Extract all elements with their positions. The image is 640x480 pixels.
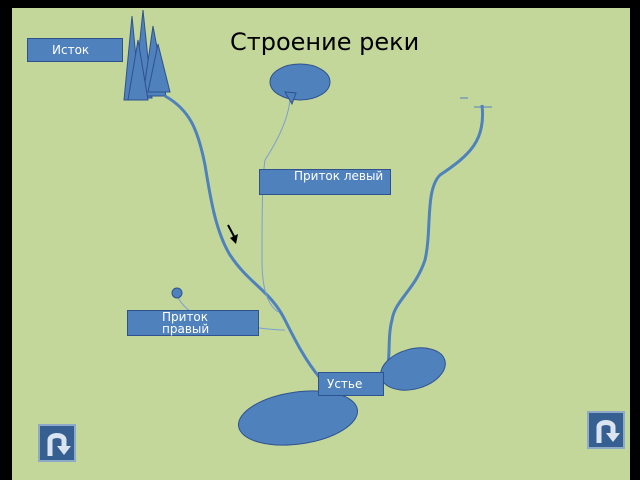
right-river [386,104,485,366]
flow-arrow-icon [227,224,238,244]
back-button-left[interactable] [38,424,76,462]
label-left-tributary: Приток левый [259,169,391,195]
spring [171,287,183,299]
mouth-sea [237,390,359,446]
mountain-icon [123,9,171,101]
lake [269,63,331,106]
page-title: Строение реки [230,28,420,56]
label-source: Исток [27,38,123,62]
main-river [164,94,322,379]
right-border [630,0,640,480]
mouth-lake-right [380,347,446,391]
u-turn-arrow-icon [47,433,71,456]
u-turn-arrow-icon [596,420,620,443]
top-border [0,0,640,8]
label-right-tributary: Приток правый [127,310,259,336]
left-border [0,0,12,480]
left-tributary-line [261,99,291,313]
back-button-right[interactable] [587,411,625,449]
label-mouth: Устье [318,372,384,396]
